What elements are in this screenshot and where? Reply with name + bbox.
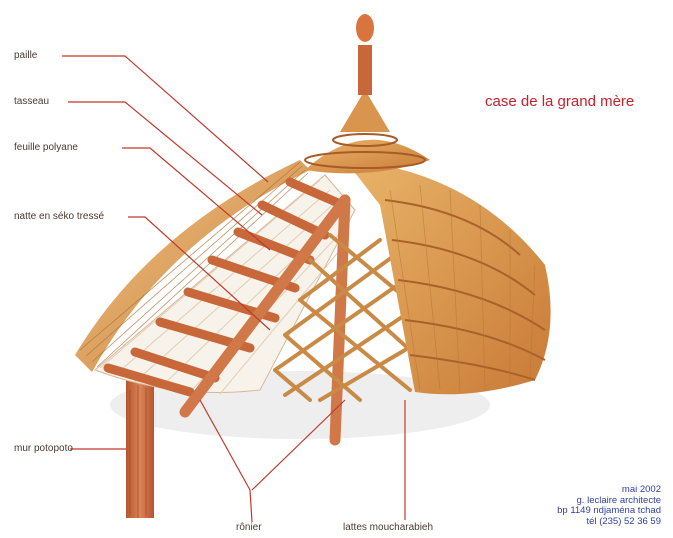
label-mur: mur potopoto xyxy=(14,443,73,454)
label-tasseau: tasseau xyxy=(14,96,49,107)
leader-paille xyxy=(62,56,268,182)
label-paille: paille xyxy=(14,50,37,61)
diagram-title: case de la grand mère xyxy=(485,93,634,110)
credit-date: mai 2002 xyxy=(557,485,661,496)
credit-address: bp 1149 ndjaména tchad xyxy=(557,506,661,517)
roof-right-thatch-paille xyxy=(345,160,551,394)
label-lattes: lattes moucharabieh xyxy=(343,522,433,533)
label-ronier: rônier xyxy=(236,522,262,533)
architect-credit: mai 2002 g. leclaire architecte bp 1149 … xyxy=(557,485,661,527)
mur-potopoto-post xyxy=(126,378,154,518)
label-natte: natte en séko tressé xyxy=(14,211,104,222)
credit-phone: tél (235) 52 36 59 xyxy=(557,517,661,528)
label-feuille-polyane: feuille polyane xyxy=(14,142,78,153)
roof-cap xyxy=(305,14,430,173)
